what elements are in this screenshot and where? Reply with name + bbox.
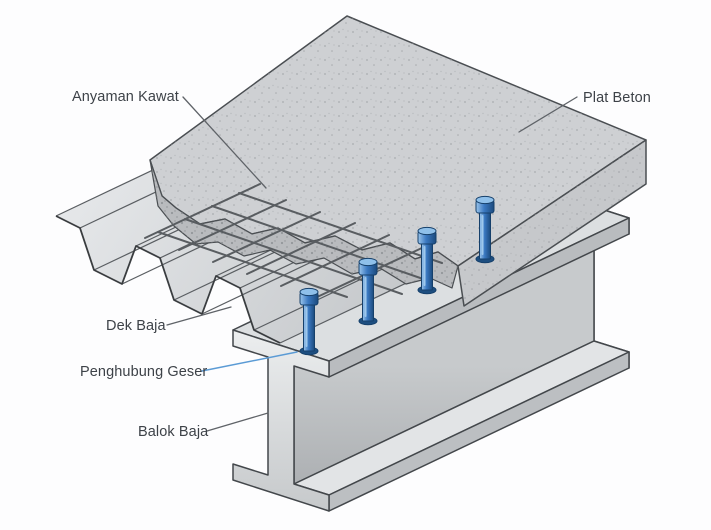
leader-anyaman-kawat [182, 96, 267, 189]
stud-shaft [362, 273, 374, 322]
label-balok-baja: Balok Baja [138, 424, 209, 440]
shear-stud [299, 287, 319, 356]
leader-penghubung-geser [201, 351, 298, 372]
label-plat-beton: Plat Beton [583, 90, 651, 106]
stud-highlight [423, 246, 426, 286]
leader-balok-baja [206, 412, 269, 432]
stud-highlight [305, 307, 308, 347]
stud-head-top [358, 257, 378, 267]
leader-dek-baja [166, 306, 232, 326]
shear-stud [475, 195, 495, 264]
stud-shaft [479, 211, 491, 260]
deck-front-profile-edge [55, 215, 281, 344]
label-dek-baja: Dek Baja [106, 318, 166, 334]
leader-plat-beton [518, 96, 578, 133]
slab-broken-front-face-speckle [150, 160, 458, 288]
stud-head-top [417, 226, 437, 236]
label-penghubung-geser: Penghubung Geser [80, 364, 208, 380]
slab-right-cut-face-speckle [458, 140, 646, 306]
stud-shaft [303, 303, 315, 352]
stud-highlight [364, 277, 367, 317]
beam-front-face [232, 329, 330, 512]
slab-top-face-speckle [150, 16, 646, 266]
stud-head-top [299, 287, 319, 297]
shear-studs [299, 195, 495, 356]
stud-head-top [475, 195, 495, 205]
leader-lines [166, 96, 578, 432]
concrete-slab [149, 15, 647, 307]
shear-stud [417, 226, 437, 295]
shear-stud [358, 257, 378, 326]
steel-beam [232, 186, 630, 512]
label-anyaman-kawat: Anyaman Kawat [72, 89, 179, 105]
stud-highlight [481, 215, 484, 255]
stud-shaft [421, 242, 433, 291]
